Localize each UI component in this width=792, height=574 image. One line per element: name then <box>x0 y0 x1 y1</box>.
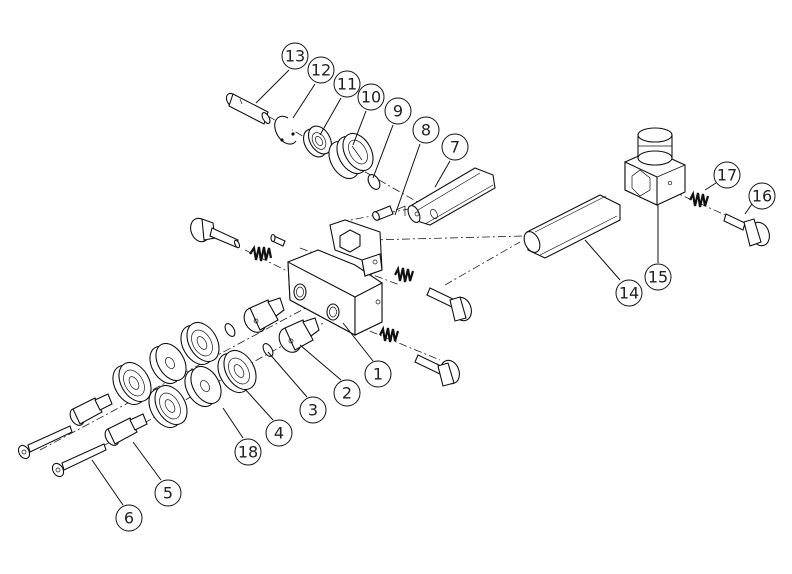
part-4-bearing[interactable] <box>211 345 262 398</box>
bearing-left-lower[interactable] <box>142 380 193 433</box>
svg-text:5: 5 <box>163 484 173 503</box>
svg-text:11: 11 <box>337 75 357 94</box>
part-18-washer[interactable] <box>179 361 228 412</box>
svg-text:2: 2 <box>342 384 352 403</box>
callout-18: 18 <box>234 438 262 466</box>
callout-13: 13 <box>281 42 309 70</box>
callout-11: 11 <box>333 70 361 98</box>
spring-lower[interactable] <box>379 325 400 343</box>
part-13-pivot-pin[interactable] <box>224 91 271 125</box>
small-pin[interactable] <box>270 233 286 247</box>
svg-text:15: 15 <box>648 268 668 287</box>
svg-text:16: 16 <box>752 187 772 206</box>
thumb-screw-right-upper[interactable] <box>426 287 475 323</box>
callout-14: 14 <box>615 279 643 307</box>
part-16-thumb-screw[interactable] <box>723 213 773 248</box>
spring-mid[interactable] <box>394 265 415 283</box>
callout-7: 7 <box>441 133 469 161</box>
callouts: 1 2 3 4 5 6 7 8 9 10 11 12 13 14 15 16 1… <box>91 42 776 532</box>
part-3-ring-upper[interactable] <box>223 322 237 338</box>
part-8-set-screw[interactable] <box>371 205 406 221</box>
svg-text:17: 17 <box>717 166 737 185</box>
part-1-main-bracket[interactable] <box>287 219 383 336</box>
part-14-hex-bar[interactable] <box>521 194 621 259</box>
svg-text:12: 12 <box>311 61 331 80</box>
part-3-ring-lower[interactable] <box>261 342 275 358</box>
part-12-circlip[interactable] <box>274 115 297 145</box>
svg-text:1: 1 <box>373 365 383 384</box>
part-15-cross-clamp[interactable] <box>624 127 686 206</box>
callout-12: 12 <box>307 56 335 84</box>
svg-text:3: 3 <box>308 401 318 420</box>
part-2-axle-upper[interactable] <box>240 297 285 336</box>
bearing-left-upper[interactable] <box>106 357 157 410</box>
callout-10: 10 <box>357 83 385 111</box>
callout-3: 3 <box>299 396 327 424</box>
part-7-hex-arm[interactable] <box>406 167 496 226</box>
part-5-spacer-bushing[interactable] <box>102 413 148 448</box>
part-17-spring[interactable] <box>689 190 710 208</box>
part-10-grooved-roller[interactable] <box>323 128 380 184</box>
callout-8: 8 <box>412 116 440 144</box>
callout-1: 1 <box>364 360 392 388</box>
svg-text:14: 14 <box>619 284 639 303</box>
svg-text:8: 8 <box>421 121 431 140</box>
svg-text:6: 6 <box>124 509 134 528</box>
svg-text:7: 7 <box>450 138 460 157</box>
svg-text:4: 4 <box>274 424 284 443</box>
washer-upper[interactable] <box>144 338 193 389</box>
cap-screw-upper[interactable] <box>16 425 73 461</box>
spacer-bushing-upper[interactable] <box>67 393 113 428</box>
part-2-axle-lower[interactable] <box>275 317 320 356</box>
callout-9: 9 <box>384 97 412 125</box>
callout-15: 15 <box>644 263 672 291</box>
thumb-screw-right-lower[interactable] <box>414 354 463 387</box>
svg-text:18: 18 <box>238 443 258 462</box>
callout-6: 6 <box>115 504 143 532</box>
thumb-screw-upper-left[interactable] <box>187 216 241 249</box>
bearing-upper-right[interactable] <box>174 317 225 370</box>
part-9-retaining-ring[interactable] <box>366 173 383 192</box>
callout-5: 5 <box>154 479 182 507</box>
svg-text:9: 9 <box>393 102 403 121</box>
spring-left[interactable] <box>249 245 273 262</box>
callout-2: 2 <box>333 379 361 407</box>
part-11-bearing[interactable] <box>299 122 336 161</box>
svg-text:13: 13 <box>285 47 305 66</box>
part-6-cap-screw[interactable] <box>50 443 107 479</box>
callout-16: 16 <box>748 182 776 210</box>
callout-4: 4 <box>265 419 293 447</box>
svg-text:10: 10 <box>361 88 381 107</box>
callout-17: 17 <box>713 161 741 189</box>
